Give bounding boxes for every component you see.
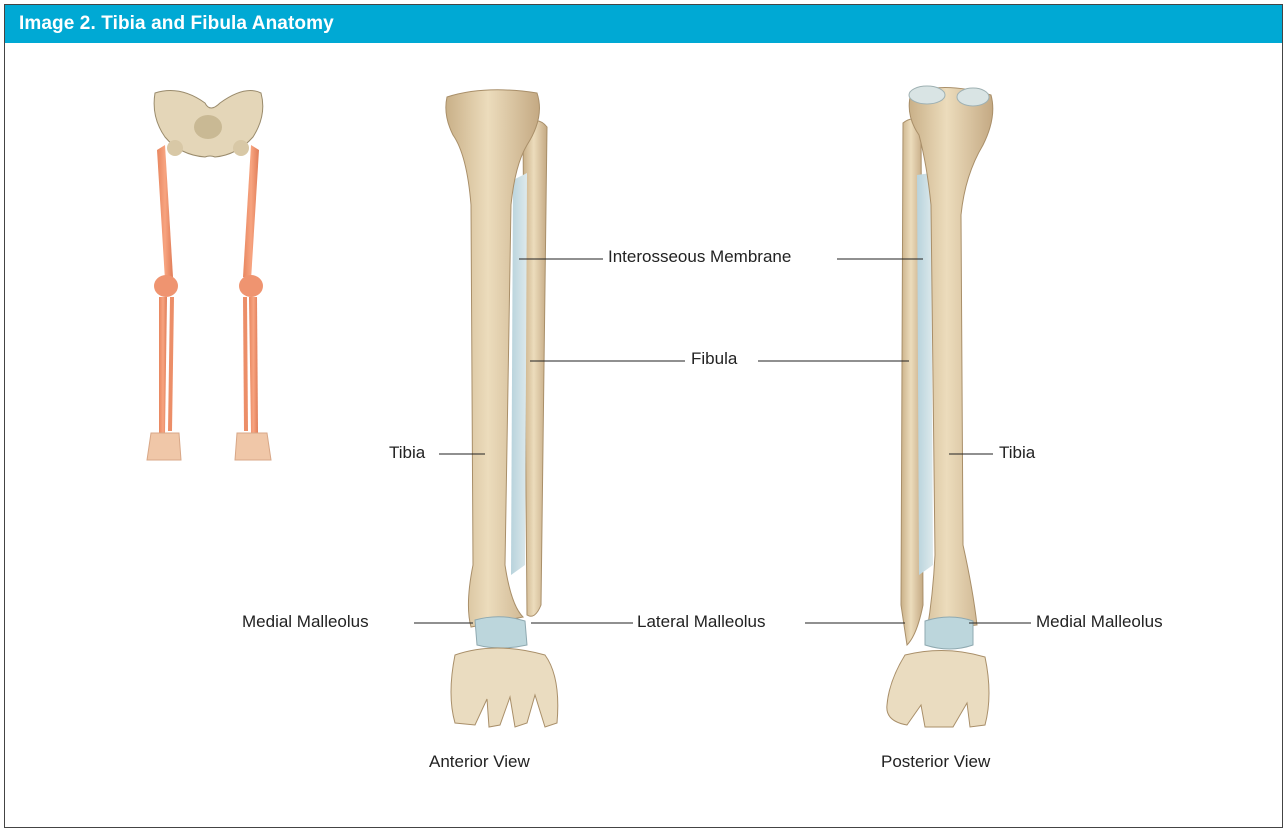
- anatomy-illustration: [5, 5, 1283, 828]
- posterior-leg-illustration: [887, 86, 993, 727]
- label-interosseous-membrane: Interosseous Membrane: [608, 247, 791, 267]
- label-tibia-posterior: Tibia: [999, 443, 1035, 463]
- label-lateral-malleolus: Lateral Malleolus: [637, 612, 766, 632]
- figure-frame: Image 2. Tibia and Fibula Anatomy: [4, 4, 1283, 828]
- label-fibula: Fibula: [691, 349, 737, 369]
- anterior-leg-illustration: [446, 90, 558, 727]
- caption-posterior-view: Posterior View: [881, 752, 990, 772]
- label-medial-malleolus-posterior: Medial Malleolus: [1036, 612, 1163, 632]
- label-medial-malleolus-anterior: Medial Malleolus: [242, 612, 369, 632]
- label-tibia-anterior: Tibia: [389, 443, 425, 463]
- caption-anterior-view: Anterior View: [429, 752, 530, 772]
- skeleton-thumbnail: [147, 91, 271, 460]
